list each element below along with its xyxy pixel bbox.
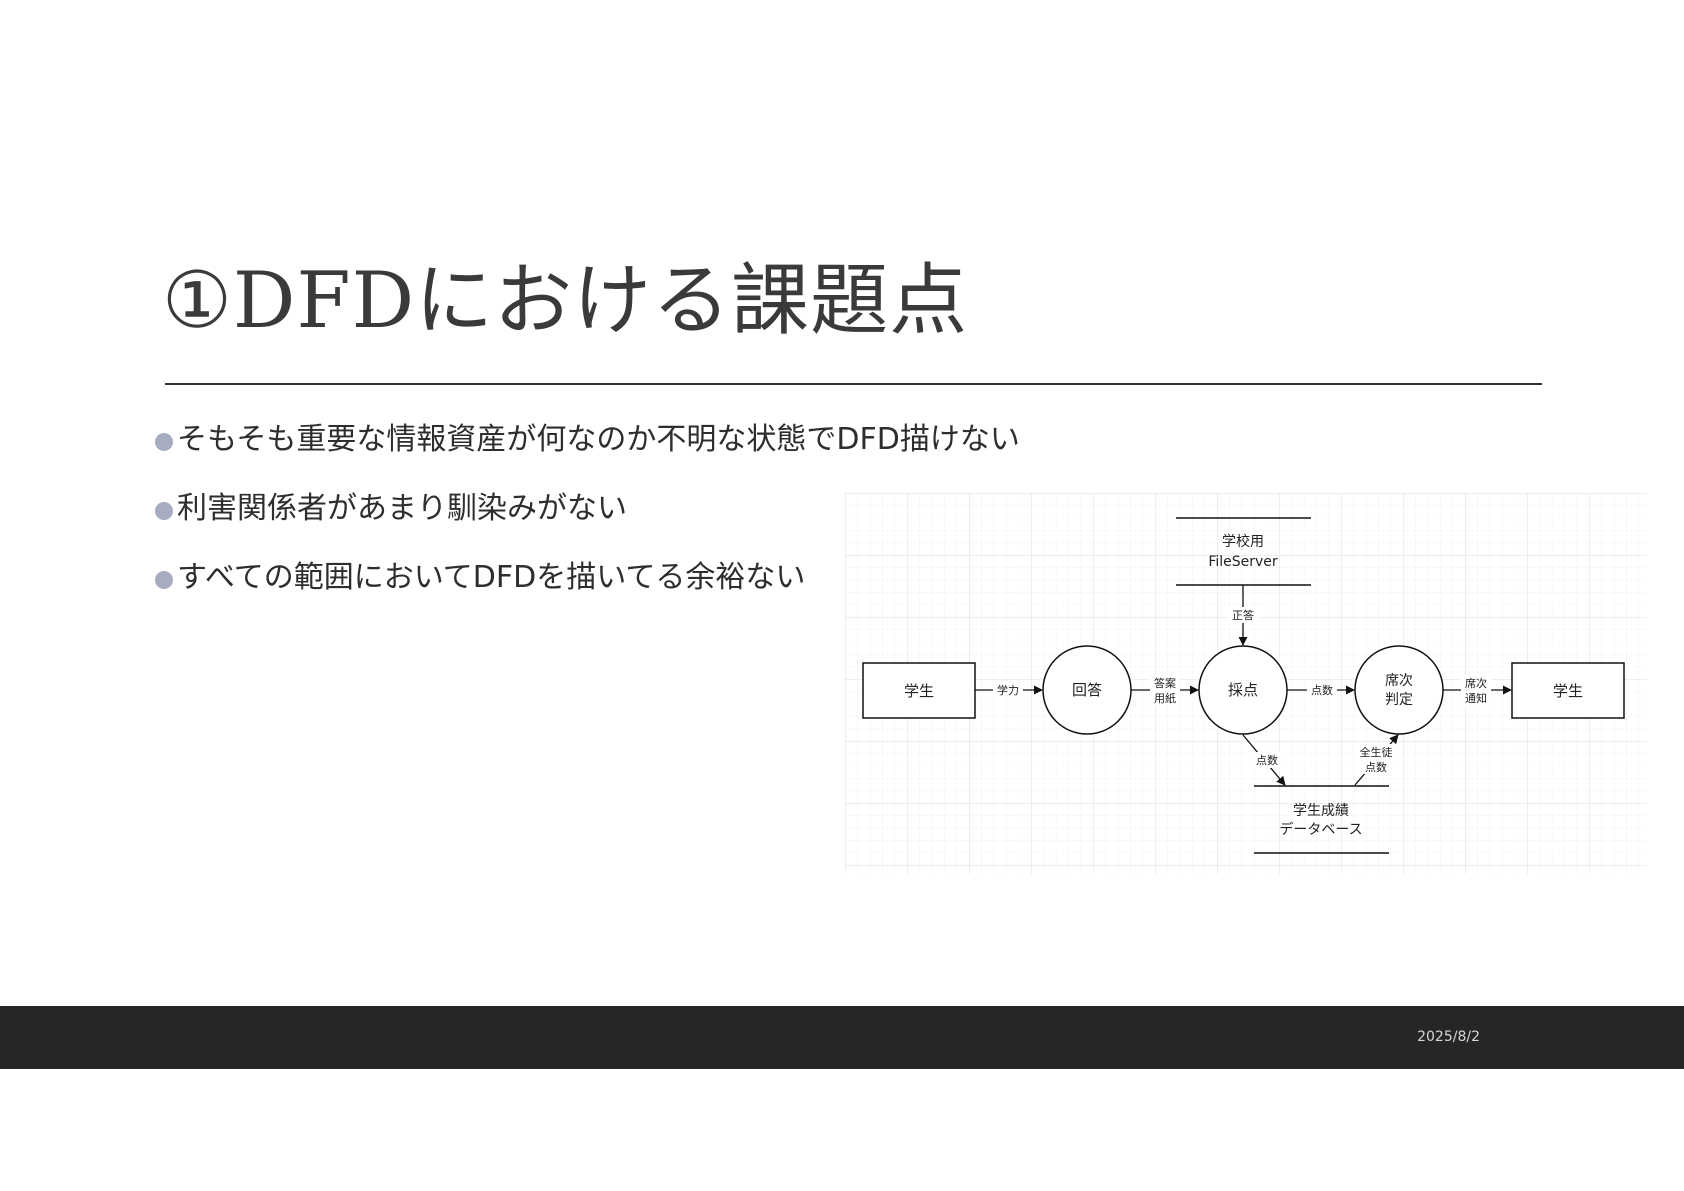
process-ranking: 席次 判定 [1354,645,1444,735]
title-divider [165,383,1542,385]
flow-ability-label: 学力 [997,683,1019,697]
store-file-server-label-1: 学校用 [1222,533,1264,550]
process-ranking-label-2: 判定 [1385,692,1413,708]
bullet-dot-icon [155,433,173,451]
bullet-dot-icon [155,571,173,589]
footer-bar: 2025/8/2 [0,1006,1684,1069]
dfd-diagram-canvas: 学校用 FileServer 学生成績 データベース 学生 学生 回答 採点 [845,493,1647,874]
slide-title: ①DFDにおける課題点 [162,256,969,346]
flow-answer-sheet-label-2: 用紙 [1154,691,1176,705]
store-grades-db-label-2: データベース [1279,821,1362,838]
flow-correct-answer-label: 正答 [1232,608,1254,622]
bullet-text: すべての範囲においてDFDを描いてる余裕ない [177,560,806,595]
process-grading-label: 採点 [1228,681,1258,699]
entity-student-right: 学生 [1511,662,1625,719]
bullet-text: 利害関係者があまり馴染みがない [177,491,627,526]
bullet-item: すべての範囲においてDFDを描いてる余裕ない [155,558,1020,627]
store-grades-db-label-1: 学生成績 [1293,803,1349,819]
store-file-server: 学校用 FileServer [1176,517,1311,586]
store-grades-db: 学生成績 データベース [1254,785,1389,854]
bullet-dot-icon [155,502,173,520]
process-grading: 採点 [1198,645,1288,735]
footer-date: 2025/8/2 [1417,1029,1480,1045]
bullet-text: そもそも重要な情報資産が何なのか不明な状態でDFD描けない [177,422,1020,457]
store-file-server-label-2: FileServer [1208,554,1278,570]
entity-student-left: 学生 [862,662,976,719]
bullet-item: 利害関係者があまり馴染みがない [155,489,1020,558]
bullet-list: そもそも重要な情報資産が何なのか不明な状態でDFD描けない 利害関係者があまり馴… [155,420,1020,627]
process-answer-label: 回答 [1072,681,1102,699]
flow-rank-notice-label-2: 通知 [1465,691,1487,705]
process-answer: 回答 [1042,645,1132,735]
dfd-diagram: 学校用 FileServer 学生成績 データベース 学生 学生 回答 採点 [845,493,1647,874]
flow-all-scores-label-1: 全生徒 [1360,745,1393,759]
process-ranking-label-1: 席次 [1385,673,1413,689]
flow-rank-notice-label-1: 席次 [1465,676,1487,690]
entity-student-right-label: 学生 [1553,682,1583,700]
entity-student-left-label: 学生 [904,682,934,700]
flow-score-to-db-label: 点数 [1256,754,1278,767]
flow-all-scores-label-2: 点数 [1365,761,1387,774]
bullet-item: そもそも重要な情報資産が何なのか不明な状態でDFD描けない [155,420,1020,489]
flow-answer-sheet-label-1: 答案 [1154,676,1176,690]
flow-score-label: 点数 [1311,684,1333,697]
